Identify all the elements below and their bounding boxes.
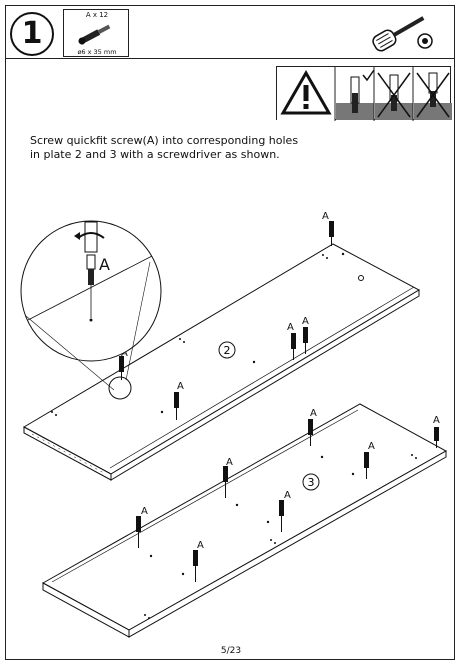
screw-label: A — [284, 490, 291, 501]
warning-icon — [277, 67, 335, 120]
instruction-text: Screw quickfit screw(A) into correspondi… — [30, 134, 430, 162]
screwdriver-icon — [372, 16, 433, 52]
parts-box: A x 12 ø6 x 35 mm — [63, 9, 129, 57]
instruction-line-2: in plate 2 and 3 with a screwdriver as s… — [30, 148, 280, 161]
warning-box — [276, 66, 452, 121]
step-number: 1 — [10, 12, 54, 56]
plate-2-label: 2 — [224, 344, 231, 357]
header-divider — [5, 58, 455, 59]
parts-quantity: A x 12 — [85, 11, 109, 19]
plate-3-label: 3 — [308, 476, 315, 489]
plate-3 — [41, 403, 448, 638]
screw-label: A — [433, 415, 440, 426]
plate-2 — [22, 243, 421, 481]
screw-label: A — [226, 457, 233, 468]
screw-label: A — [177, 381, 184, 392]
screw-label: A — [368, 441, 375, 452]
screw-label: A — [121, 348, 128, 359]
tool-area — [129, 9, 449, 57]
screw-label: A — [197, 540, 204, 551]
detail-screw-label: A — [99, 255, 110, 274]
detail-callout: A — [20, 220, 162, 400]
page-frame — [5, 5, 455, 660]
parts-size: ø6 x 35 mm — [77, 48, 117, 56]
screw-icon — [78, 24, 111, 45]
instruction-line-1: Screw quickfit screw(A) into correspondi… — [30, 134, 299, 147]
screw-marker — [119, 221, 334, 420]
wrong-screw-icon — [414, 72, 452, 120]
screw-label: A — [310, 408, 317, 419]
screw-label: A — [302, 316, 309, 327]
screw-label: A — [287, 322, 294, 333]
screw-label: A — [322, 211, 329, 222]
screw-label: A — [141, 506, 148, 517]
wrong-screw-icon — [375, 72, 413, 120]
correct-screw-icon — [336, 69, 375, 120]
screw-marker — [136, 419, 439, 582]
page-number: 5/23 — [220, 646, 242, 656]
